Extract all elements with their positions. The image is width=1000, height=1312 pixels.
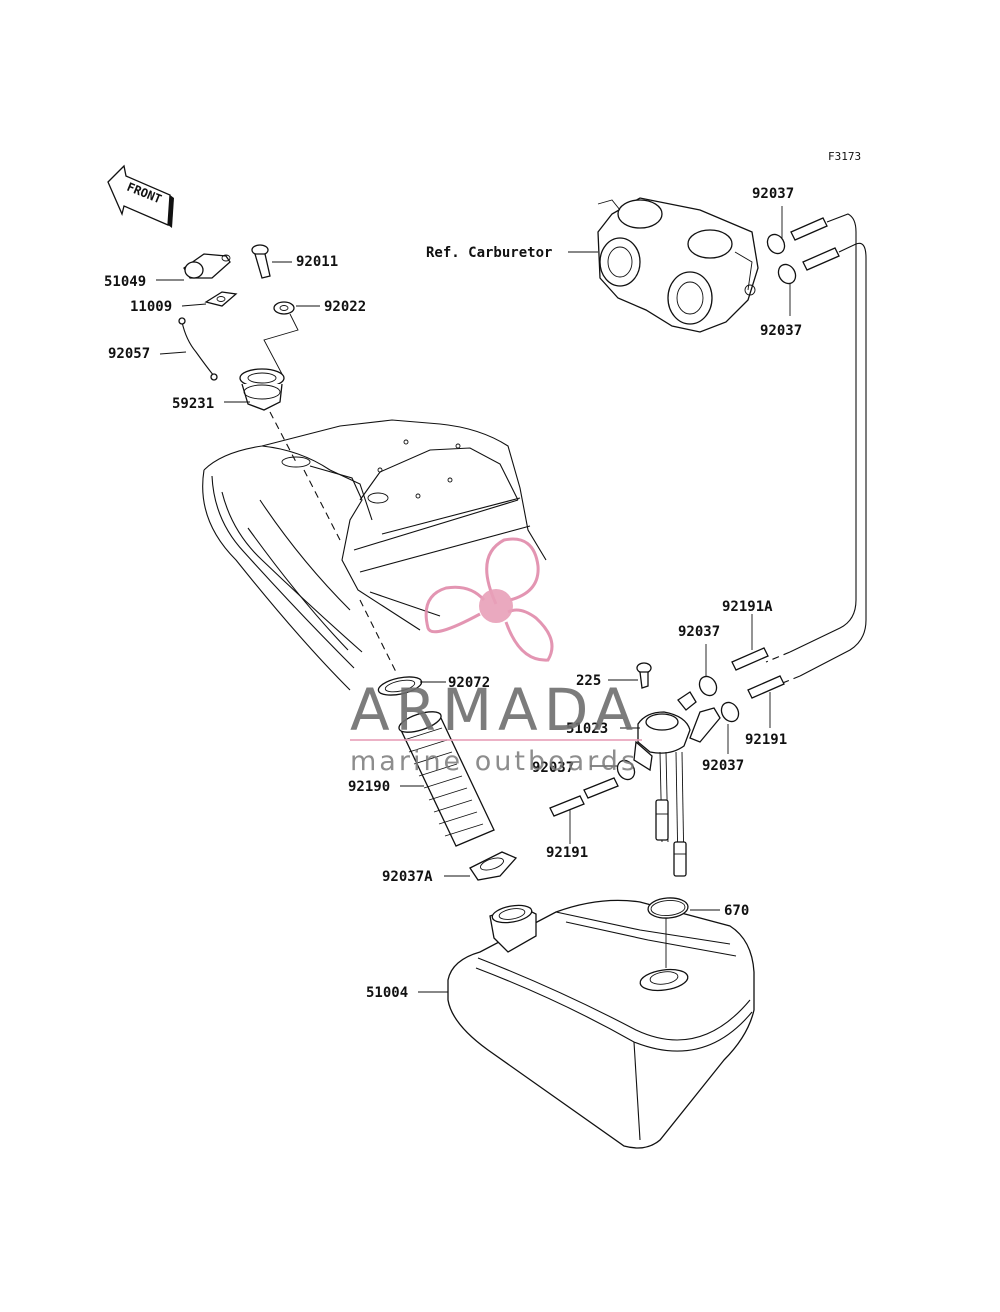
fuel-hose-line-b xyxy=(799,242,867,677)
clamp-92037-valve-left xyxy=(616,759,636,781)
label-ref-carburetor: Ref. Carburetor xyxy=(426,245,552,261)
hose-92191-bottom xyxy=(549,777,619,817)
label-92037A: 92037A xyxy=(382,869,433,885)
label-92072: 92072 xyxy=(448,675,490,691)
label-11009: 11009 xyxy=(130,299,172,315)
label-92190: 92190 xyxy=(348,779,390,795)
label-92037-valve-left: 92037 xyxy=(532,760,574,776)
label-92057: 92057 xyxy=(108,346,150,362)
filler-neck-59231 xyxy=(239,368,285,411)
tether-cord-92057 xyxy=(178,317,218,381)
label-92037-valve-right: 92037 xyxy=(702,758,744,774)
label-51023: 51023 xyxy=(566,721,608,737)
figure-code: F3173 xyxy=(828,150,861,163)
gasket-11009 xyxy=(204,291,238,307)
clamp-92037-valve-top xyxy=(698,675,718,697)
front-arrow-icon: FRONT xyxy=(107,164,174,228)
watermark-title: ARMADA xyxy=(350,676,639,744)
bolt-92011 xyxy=(251,244,271,279)
washer-92022 xyxy=(273,301,295,315)
fuel-cap-51049 xyxy=(183,253,231,279)
fuel-hose-line-a xyxy=(789,213,857,653)
label-92191-right: 92191 xyxy=(745,732,787,748)
screw-225 xyxy=(636,662,652,689)
propeller-hub-icon xyxy=(479,589,513,623)
hull-deck-drawing xyxy=(202,419,547,691)
clamp-92072 xyxy=(377,676,423,696)
clamp-92037A xyxy=(469,851,518,881)
hose-92191A xyxy=(731,647,769,671)
label-92037-top: 92037 xyxy=(752,186,794,202)
clamp-92037-valve-right xyxy=(720,701,740,723)
carb-hose-stubs xyxy=(790,217,840,271)
label-92191-bottom: 92191 xyxy=(546,845,588,861)
label-92022: 92022 xyxy=(324,299,366,315)
fuel-valve-51023 xyxy=(633,691,721,877)
watermark-logo: ARMADA marine outboards xyxy=(350,537,642,777)
label-51004: 51004 xyxy=(366,985,408,1001)
watermark-subtitle: marine outboards xyxy=(350,746,638,777)
label-92037-right: 92037 xyxy=(760,323,802,339)
label-92191A: 92191A xyxy=(722,599,773,615)
label-670: 670 xyxy=(724,903,749,919)
label-92011: 92011 xyxy=(296,254,338,270)
label-51049: 51049 xyxy=(104,274,146,290)
filler-hose-92190 xyxy=(398,711,495,847)
label-59231: 59231 xyxy=(172,396,214,412)
label-92037-valve-top: 92037 xyxy=(678,624,720,640)
o-ring-670 xyxy=(647,897,689,919)
fuel-tank-51004 xyxy=(447,899,755,1149)
clamp-92037-upper xyxy=(766,233,797,285)
propeller-icon xyxy=(424,537,554,662)
hose-92191-right xyxy=(747,675,785,699)
carburetor-drawing xyxy=(597,197,759,333)
label-225: 225 xyxy=(576,673,601,689)
